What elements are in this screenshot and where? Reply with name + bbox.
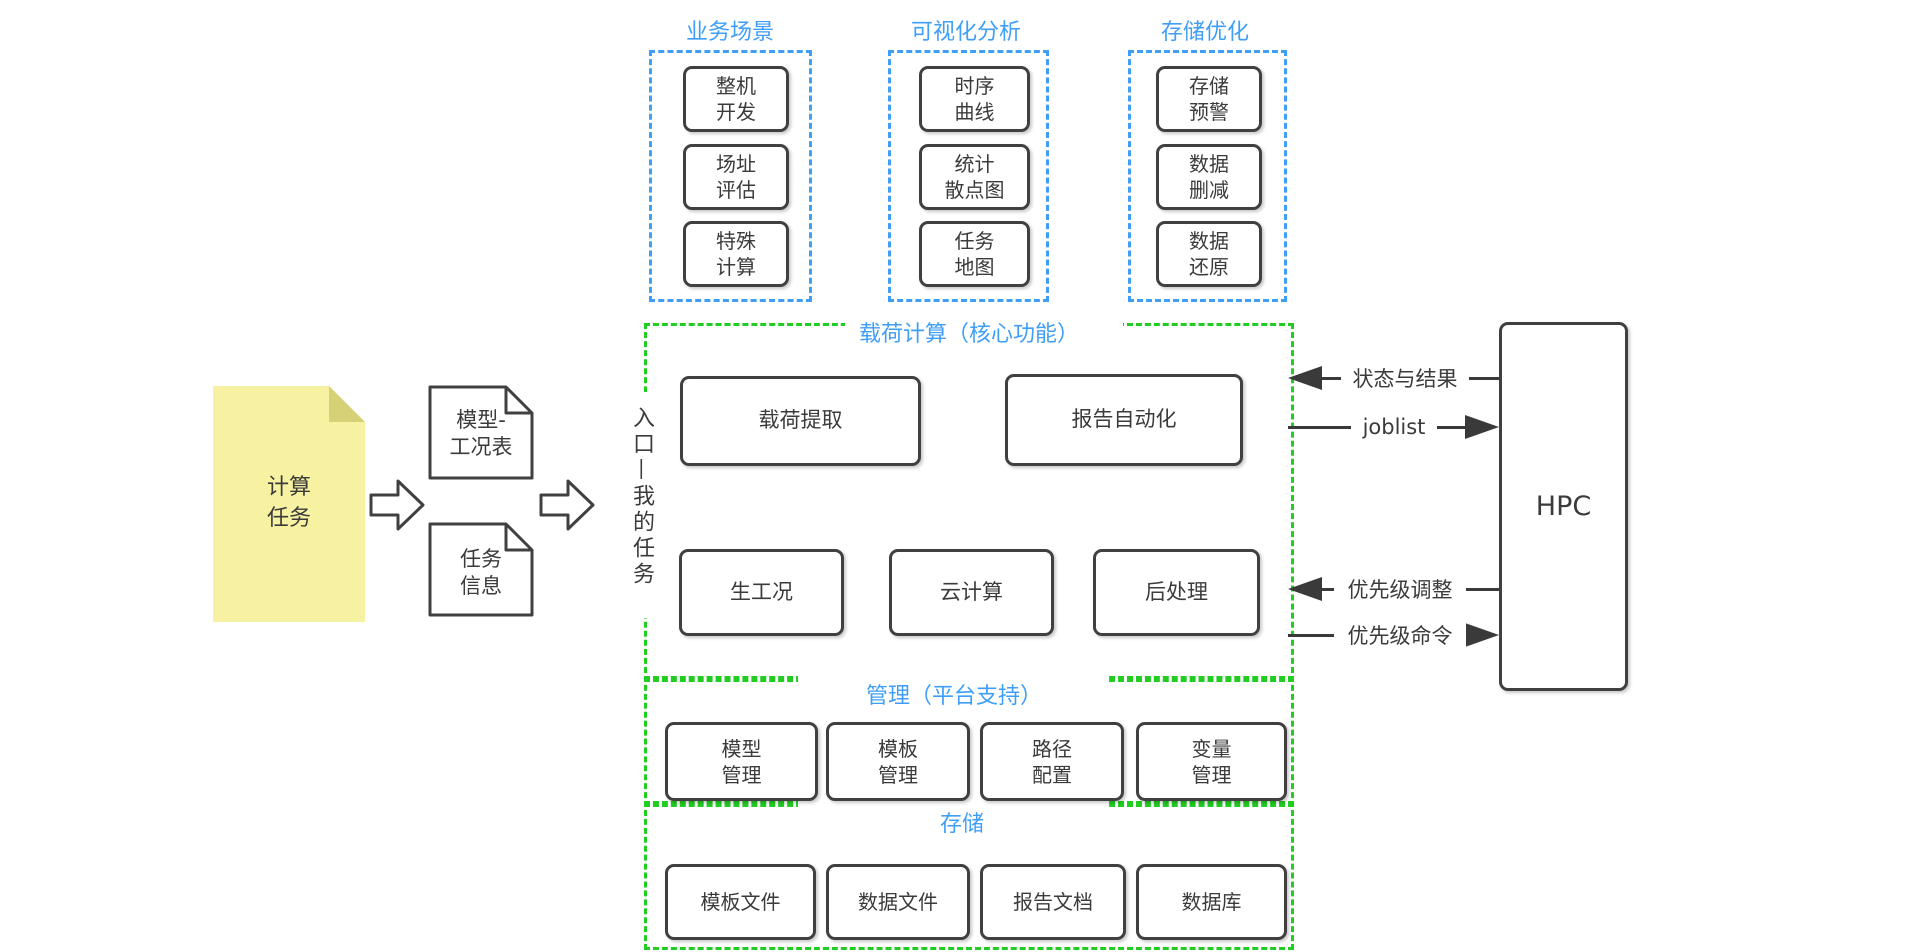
box-model-management: 模型 管理 [665,722,818,801]
box-whole-machine-dev: 整机 开发 [683,66,789,132]
group-border-storage-optimization [1128,50,1287,302]
group-border-business-scenarios [649,50,812,302]
arrowhead-right-icon-joblist [1465,415,1499,439]
group-title-visual-analysis: 可视化分析 [910,20,1021,45]
box-time-series-curve: 时序 曲线 [919,66,1030,132]
core-title: 载荷计算（核心功能） [858,322,1079,347]
box-data-files: 数据文件 [826,864,970,940]
box-database: 数据库 [1136,864,1287,940]
box-stats-scatter: 统计 散点图 [919,144,1030,210]
group-title-business-scenarios: 业务场景 [685,20,774,45]
compute-task-note: 计算 任务 [213,386,365,622]
entry-label-gap [635,392,653,618]
core-title-gap [845,315,1123,330]
group-border-visual-analysis [888,50,1049,302]
document-icon-task-info [428,522,534,617]
box-storage-alert: 存储 预警 [1156,66,1262,132]
box-task-map: 任务 地图 [919,221,1030,287]
link-label-priority-command: 优先级命令 [1334,621,1466,648]
group-title-storage-optimization: 存储优化 [1160,20,1249,45]
doc-label-task-info: 任务 信息 [460,546,502,598]
box-site-assessment: 场址 评估 [683,144,789,210]
box-load-extraction: 载荷提取 [680,376,921,466]
box-post-processing: 后处理 [1093,549,1260,636]
arrowhead-left-icon-priority-adjust [1288,577,1322,601]
flow-arrow-icon-1 [369,479,425,531]
link-label-status-results: 状态与结果 [1341,364,1469,391]
box-variable-management: 变量 管理 [1136,722,1287,801]
box-data-reduction: 数据 删减 [1156,144,1262,210]
box-data-restore: 数据 还原 [1156,221,1262,287]
document-icon-model-case [428,385,534,480]
entry-my-tasks-label: 入口—我的任务 [629,406,654,588]
box-template-management: 模板 管理 [826,722,970,801]
arrowhead-right-icon-priority-command [1465,623,1499,647]
box-report-automation: 报告自动化 [1005,374,1243,466]
box-cloud-computing: 云计算 [889,549,1054,636]
management-title: 管理（平台支持） [865,684,1042,709]
arrowhead-left-icon-status-results [1288,366,1322,390]
link-label-priority-adjust: 优先级调整 [1334,575,1466,602]
storage-title: 存储 [939,812,984,837]
note-fold-corner-icon [329,386,365,422]
management-title-gap [798,669,1108,683]
box-gen-working-condition: 生工况 [679,549,844,636]
box-report-docs: 报告文档 [980,864,1126,940]
doc-label-model-case-table: 模型- 工况表 [449,407,513,459]
box-special-calculation: 特殊 计算 [683,221,789,287]
box-template-files: 模板文件 [665,864,816,940]
flow-arrow-icon-2 [539,479,595,531]
link-label-joblist: joblist [1351,413,1437,440]
box-path-config: 路径 配置 [980,722,1124,801]
hpc-box: HPC [1499,322,1628,691]
